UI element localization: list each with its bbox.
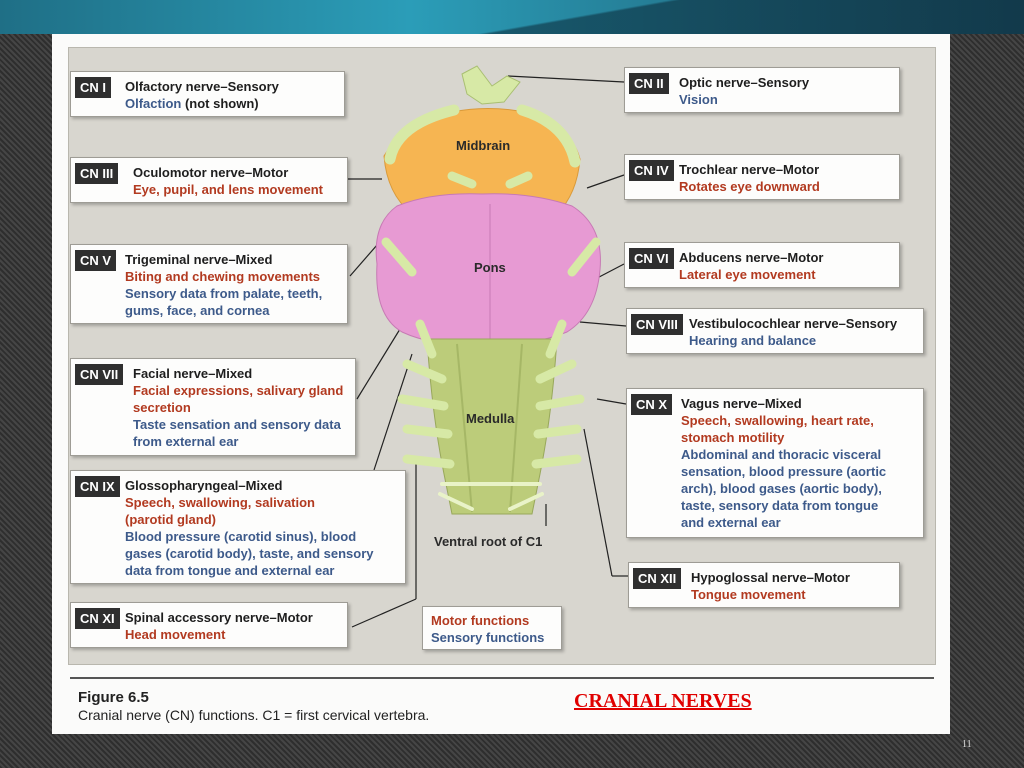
cn1-title: Olfactory nerve–Sensory [125,78,279,95]
cn3-tag: CN III [75,163,118,184]
pons-label: Pons [474,260,506,275]
cn5-function-line: gums, face, and cornea [125,302,322,319]
cn5-tag: CN V [75,250,116,271]
cn7-function-line: Taste sensation and sensory data [133,416,343,433]
cn7-title: Facial nerve–Mixed [133,365,343,382]
cn7-tag: CN VII [75,364,123,385]
cn1-function-line: Olfaction (not shown) [125,95,279,112]
cn9-function-line: data from tongue and external ear [125,562,374,579]
cn10-function-line: Abdominal and thoracic visceral [681,446,886,463]
cn2-title: Optic nerve–Sensory [679,74,809,91]
cn10-tag: CN X [631,394,672,415]
cn10-function-line: taste, sensory data from tongue [681,497,886,514]
cn6-function-line: Lateral eye movement [679,266,823,283]
cn8-tag: CN VIII [631,314,683,335]
cn1-function-part: (not shown) [181,96,258,111]
cn6-tag: CN VI [629,248,674,269]
legend-sensory: Sensory functions [431,629,544,646]
page-number: 11 [962,739,972,750]
cn1-function-part: Olfaction [125,96,181,111]
slide-title: CRANIAL NERVES [574,690,752,713]
cn11-function-line: Head movement [125,626,313,643]
cn10-function-line: and external ear [681,514,886,531]
cn12-title: Hypoglossal nerve–Motor [691,569,850,586]
cn6-title: Abducens nerve–Motor [679,249,823,266]
cn9-function-line: (parotid gland) [125,511,374,528]
medulla-label: Medulla [466,411,514,426]
cn8-title: Vestibulocochlear nerve–Sensory [689,315,897,332]
cn3-title: Oculomotor nerve–Motor [133,164,323,181]
cn7-function-line: Facial expressions, salivary gland [133,382,343,399]
cn5-function-line: Sensory data from palate, teeth, [125,285,322,302]
function-legend: Motor functions Sensory functions [422,606,562,650]
cn2-tag: CN II [629,73,669,94]
cn1-tag: CN I [75,77,111,98]
cn12-tag: CN XII [633,568,681,589]
figure-label: Figure 6.5 [78,689,149,706]
slide-top-band-shadow [0,0,1024,34]
cn10-title: Vagus nerve–Mixed [681,395,886,412]
slide: Midbrain Pons Medulla Ventral root of C1… [52,34,950,734]
cn7-function-line: from external ear [133,433,343,450]
cn12-function-line: Tongue movement [691,586,850,603]
cn10-function-line: stomach motility [681,429,886,446]
cn5-title: Trigeminal nerve–Mixed [125,251,322,268]
cn10-function-line: arch), blood gases (aortic body), [681,480,886,497]
cn7-function-line: secretion [133,399,343,416]
ventral-root-label: Ventral root of C1 [434,534,542,549]
cn3-function-line: Eye, pupil, and lens movement [133,181,323,198]
figure-rule [70,677,934,679]
cn9-function-line: Blood pressure (carotid sinus), blood [125,528,374,545]
figure-caption: Cranial nerve (CN) functions. C1 = first… [78,707,429,723]
cn4-title: Trochlear nerve–Motor [679,161,820,178]
cn11-title: Spinal accessory nerve–Motor [125,609,313,626]
midbrain-label: Midbrain [456,138,510,153]
cn8-function-line: Hearing and balance [689,332,897,349]
cn9-tag: CN IX [75,476,120,497]
cn10-function-line: sensation, blood pressure (aortic [681,463,886,480]
cn9-function-line: Speech, swallowing, salivation [125,494,374,511]
cn10-function-line: Speech, swallowing, heart rate, [681,412,886,429]
cn2-function-line: Vision [679,91,809,108]
cn4-tag: CN IV [629,160,674,181]
cn11-tag: CN XI [75,608,120,629]
medulla-region [427,339,557,514]
cn4-function-line: Rotates eye downward [679,178,820,195]
cn9-title: Glossopharyngeal–Mixed [125,477,374,494]
legend-motor: Motor functions [431,612,544,629]
cn5-function-line: Biting and chewing movements [125,268,322,285]
cn9-function-line: gases (carotid body), taste, and sensory [125,545,374,562]
